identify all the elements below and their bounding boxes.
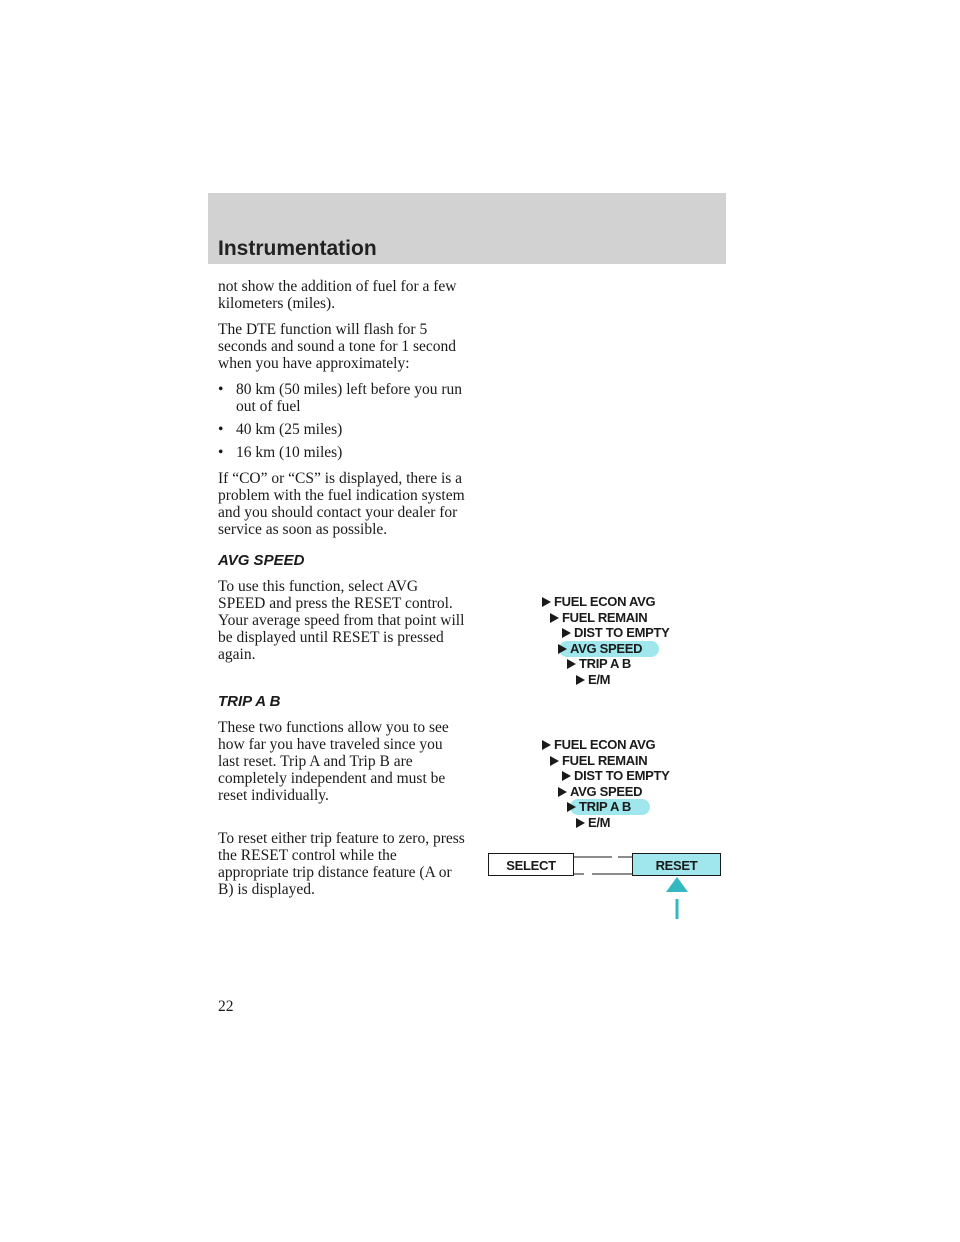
reset-button[interactable]: RESET: [632, 853, 721, 876]
triangle-pointer-icon: [567, 802, 576, 812]
triangle-pointer-icon: [542, 740, 551, 750]
paragraph-co-cs: If “CO” or “CS” is displayed, there is a…: [218, 470, 465, 538]
menu-item: AVG SPEED: [558, 784, 643, 800]
highlight-avg-speed: [559, 641, 659, 657]
triangle-pointer-icon: [550, 612, 559, 623]
list-item: • 80 km (50 miles) left before you run o…: [218, 381, 462, 415]
heading-avg-speed: AVG SPEED: [218, 552, 305, 569]
page-number: 22: [218, 998, 234, 1015]
paragraph-fuel-addition: not show the addition of fuel for a few …: [218, 278, 457, 312]
text-column: not show the addition of fuel for a few …: [218, 278, 466, 907]
menu-item: E/M: [576, 672, 611, 688]
triangle-pointer-icon: [576, 674, 585, 685]
select-button[interactable]: SELECT: [488, 853, 574, 876]
highlight-trip-ab: [570, 799, 650, 815]
triangle-pointer-icon: [542, 597, 551, 607]
bullet-icon: •: [218, 444, 224, 461]
menu-item: DIST TO EMPTY: [562, 768, 670, 784]
menu-item: TRIP A B: [567, 656, 631, 672]
list-item: •40 km (25 miles): [218, 421, 343, 438]
menu-item: FUEL REMAIN: [550, 610, 648, 626]
menu-item: FUEL ECON AVG: [542, 737, 656, 753]
triangle-pointer-icon: [558, 786, 567, 797]
dte-bullet-list: • 80 km (50 miles) left before you run o…: [218, 381, 466, 461]
bullet-icon: •: [218, 381, 224, 398]
menu-item: TRIP A B: [567, 799, 631, 815]
menu-item: FUEL REMAIN: [550, 753, 648, 769]
section-header-band: Instrumentation: [208, 193, 726, 264]
bullet-icon: •: [218, 421, 224, 438]
paragraph-dte-flash: The DTE function will flash for 5 second…: [218, 321, 457, 372]
triangle-pointer-icon: [567, 659, 576, 669]
paragraph-trip-ab: These two functions allow you to see how…: [218, 719, 449, 804]
triangle-pointer-icon: [550, 755, 559, 766]
triangle-pointer-icon: [558, 643, 567, 654]
connector-lines: [574, 856, 632, 875]
control-buttons-diagram: SELECT RESET: [488, 853, 724, 923]
triangle-pointer-icon: [562, 628, 571, 638]
menu-item: FUEL ECON AVG: [542, 594, 656, 610]
section-title: Instrumentation: [218, 237, 377, 260]
paragraph-trip-reset: To reset either trip feature to zero, pr…: [218, 830, 465, 898]
menu-item: E/M: [576, 815, 611, 831]
heading-trip-ab: TRIP A B: [218, 693, 281, 710]
list-item: •16 km (10 miles): [218, 444, 343, 461]
triangle-pointer-icon: [562, 771, 571, 781]
menu-item: AVG SPEED: [558, 641, 643, 657]
triangle-pointer-icon: [576, 817, 585, 828]
pointer-arrow-icon: [666, 877, 688, 919]
menu-item: DIST TO EMPTY: [562, 625, 670, 641]
paragraph-avg-speed: To use this function, select AVG SPEED a…: [218, 578, 465, 663]
